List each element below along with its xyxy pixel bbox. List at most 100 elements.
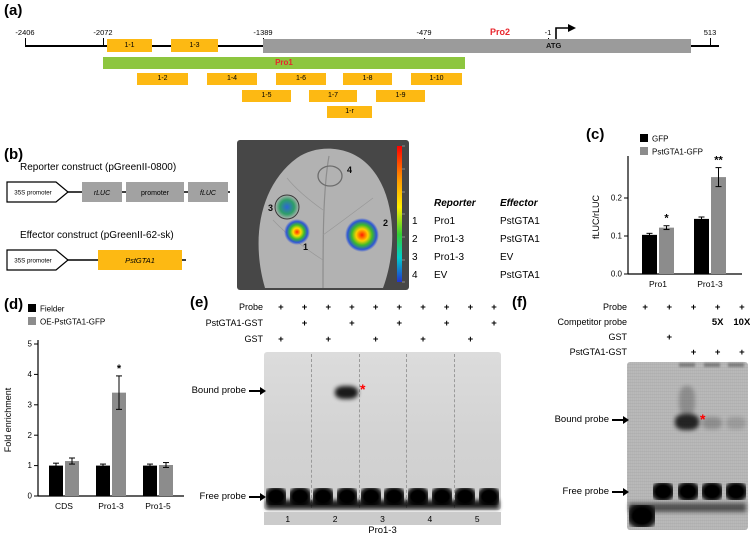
- svg-text:0.2: 0.2: [611, 194, 623, 203]
- svg-text:3: 3: [28, 400, 33, 409]
- axis-tick: [103, 38, 104, 46]
- reporter-effector-table: Reporter Effector 1 Pro1 PstGTA1 2 Pro1-…: [412, 194, 576, 284]
- gel-row-label: PstGTA1-GST: [205, 318, 263, 328]
- free-probe-band: [313, 488, 334, 505]
- reporter-construct-diagram: 35S promoter rLUC promoter fLUC: [6, 181, 230, 203]
- pro2-label: Pro2: [490, 27, 511, 37]
- free-probe-band: [265, 488, 286, 505]
- bound-probe-text: Bound probe: [191, 385, 246, 396]
- pro1-region-bar: Pro1: [103, 57, 465, 69]
- axis-tick-label: -2072: [93, 28, 113, 37]
- gel-lane-mark: +: [467, 333, 474, 345]
- free-probe-smear: [266, 500, 499, 509]
- gel-lane-mark: +: [714, 346, 721, 358]
- axis-tick: [25, 38, 26, 46]
- svg-text:fLUC/rLUC: fLUC/rLUC: [591, 195, 601, 240]
- effector-construct-title: Effector construct (pGreenII-62-sk): [20, 230, 174, 241]
- gel-lane-mark: +: [491, 317, 497, 329]
- lane-number: 3: [380, 513, 385, 524]
- lane-number: 5: [474, 513, 480, 524]
- free-probe-band: [455, 488, 476, 505]
- svg-text:Pro1-3: Pro1-3: [697, 279, 723, 289]
- atg-label: ATG: [546, 41, 562, 50]
- svg-text:*: *: [117, 363, 122, 375]
- svg-text:0: 0: [28, 492, 33, 501]
- svg-text:1: 1: [28, 461, 33, 470]
- table-cell: PstGTA1: [500, 233, 540, 245]
- svg-text:Pro1: Pro1: [649, 279, 667, 289]
- table-cell: Pro1-3: [434, 251, 465, 263]
- gel-lane-mark: 10X: [733, 316, 750, 328]
- table-cell: 4: [412, 269, 418, 281]
- svg-text:**: **: [714, 155, 723, 167]
- pstgta1-box: [98, 250, 182, 270]
- free-probe-band: [725, 483, 746, 500]
- free-probe-band: [384, 488, 405, 505]
- gel-lane-mark: +: [301, 301, 308, 313]
- gel-lane-mark: +: [690, 346, 697, 358]
- free-probe-text: Free probe: [562, 486, 609, 497]
- gel-lane-mark: +: [420, 333, 426, 345]
- gel-lane-mark: +: [666, 301, 673, 313]
- gel-row-label: GST: [244, 334, 263, 344]
- competed-band: [702, 417, 722, 429]
- color-scale-bar: [397, 146, 402, 282]
- gel-f-probe-row: Probe+++++: [512, 300, 750, 314]
- axis-tick-label: -2406: [15, 28, 35, 37]
- promoter-arrow-shape: [6, 249, 69, 271]
- free-probe-smear: [629, 503, 746, 512]
- bound-band-asterisk: *: [360, 381, 366, 397]
- gel-lane-mark: +: [690, 301, 697, 313]
- fragment-box: 1-5: [242, 90, 291, 102]
- gel-row-label: Competitor probe: [557, 317, 627, 327]
- effector-construct-diagram: 35S promoter PstGTA1: [6, 249, 186, 271]
- free-probe-band: [653, 483, 674, 500]
- lane-divider: [311, 354, 312, 508]
- spot-number: 1: [303, 242, 308, 252]
- fragment-box: 1-10: [411, 73, 462, 85]
- svg-text:Fold enrichment: Fold enrichment: [3, 387, 13, 452]
- gel-lane-mark: +: [420, 301, 426, 313]
- gel-lane-mark: +: [325, 333, 331, 345]
- gel-well: [679, 363, 695, 367]
- lane-number-strip: 1 2 3 4 5: [264, 512, 501, 525]
- arrow-right-icon: [249, 492, 266, 501]
- gel-lane-mark: +: [739, 346, 745, 358]
- svg-text:4: 4: [28, 370, 33, 379]
- gel-e-group-label: Pro1-3: [368, 525, 397, 536]
- arrow-right-icon: [612, 415, 629, 424]
- rluc-box: [82, 182, 122, 202]
- gel-lane-mark: +: [396, 301, 403, 313]
- svg-text:5: 5: [28, 340, 33, 349]
- gel-lane-mark: +: [349, 317, 355, 329]
- fragment-box: 1-r: [327, 106, 372, 118]
- gel-lane-mark: +: [325, 301, 331, 313]
- gel-f-competitor-row: Competitor probe 5X 10X: [512, 315, 750, 329]
- lane-divider: [454, 354, 455, 508]
- rluc-label: rLUC: [94, 190, 111, 197]
- bound-band-asterisk: *: [700, 411, 706, 427]
- pstgta1-label: PstGTA1: [125, 256, 155, 265]
- bound-probe-band: [675, 414, 699, 430]
- svg-text:0.1: 0.1: [611, 232, 623, 241]
- axis-tick-label: -1389: [253, 28, 273, 37]
- gel-lane-mark: 5X: [711, 316, 724, 328]
- gel-lane-mark: +: [301, 317, 308, 329]
- gel-lane-mark: +: [278, 333, 284, 345]
- table-cell: 2: [412, 233, 418, 245]
- table-cell: Pro1: [434, 215, 456, 227]
- free-probe-band: [336, 488, 357, 505]
- fluc-box: [188, 182, 228, 202]
- svg-text:0.0: 0.0: [611, 270, 623, 279]
- axis-tick-label: -1: [544, 28, 552, 37]
- transcription-start-arrow-icon: [555, 24, 576, 39]
- axis-tick-label: 513: [703, 28, 717, 37]
- arrow-right-icon: [249, 386, 266, 395]
- gel-well: [728, 363, 744, 367]
- free-probe-text: Free probe: [199, 491, 246, 502]
- spot-number: 2: [383, 218, 388, 228]
- axis-tick: [710, 38, 711, 46]
- genomic-region-bar: [263, 39, 691, 53]
- gel-e-probe-row: Probe++++++++++: [190, 300, 506, 314]
